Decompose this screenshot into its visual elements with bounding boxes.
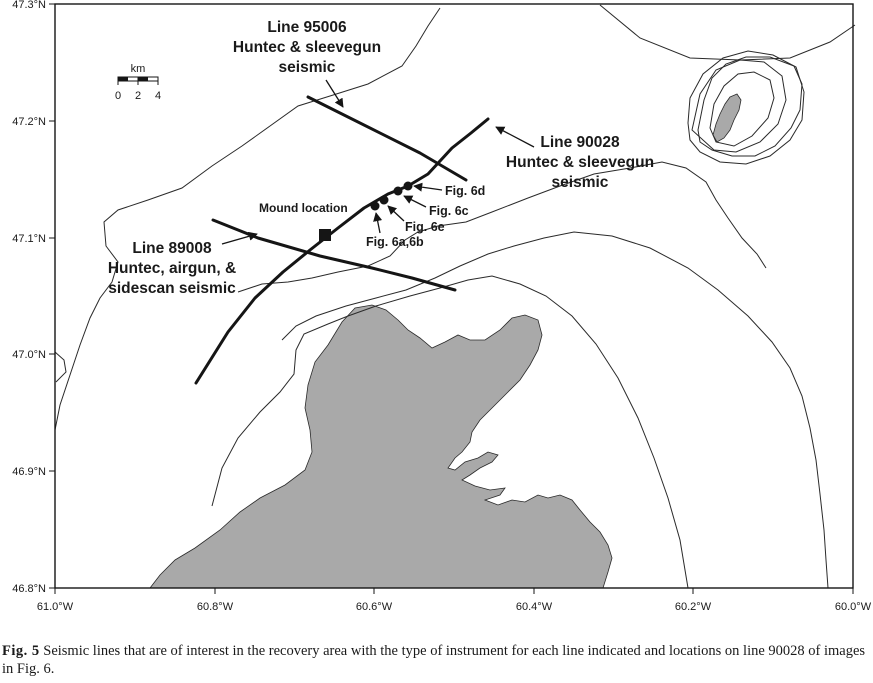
contour — [237, 161, 767, 293]
contour — [687, 50, 805, 165]
contour — [709, 71, 775, 147]
fig-6a-6b-marker — [370, 201, 380, 211]
fig-6e-label: Fig. 6e — [405, 220, 445, 234]
line-89008-label: Line 89008 Huntec, airgun, & sidescan se… — [108, 240, 236, 297]
line-90028-instruments: Huntec & sleevegun — [506, 154, 654, 171]
lat-label: 46.9°N — [12, 466, 46, 478]
fig-6e-marker — [379, 195, 389, 205]
line-89008-instruments: Huntec, airgun, & — [108, 260, 236, 277]
line-95006-arrow — [325, 79, 344, 108]
line-89008-type: sidescan seismic — [108, 280, 236, 297]
line-90028-arrow — [495, 126, 535, 148]
scale-bar: km 0 2 4 — [115, 63, 161, 102]
line-95006-instruments: Huntec & sleevegun — [233, 39, 381, 56]
contour — [691, 59, 787, 153]
lat-label: 47.0°N — [12, 349, 46, 361]
fig-6a-6b-label: Fig. 6a,6b — [366, 235, 424, 249]
lon-label: 60.6°W — [356, 601, 393, 613]
line-95006-title: Line 95006 — [267, 19, 347, 36]
lon-label: 60.8°W — [197, 601, 234, 613]
lat-label: 47.3°N — [12, 0, 46, 11]
contour — [54, 351, 67, 383]
fig-6c-label: Fig. 6c — [429, 204, 469, 218]
fig-6c-arrow — [403, 195, 427, 208]
line-89008-title: Line 89008 — [132, 240, 212, 257]
fig-6e-arrow — [387, 205, 405, 222]
scale-tick: 4 — [155, 90, 161, 102]
line-89008-arrow — [221, 231, 258, 245]
figure-number: Fig. 5 — [2, 643, 40, 659]
scale-tick: 2 — [135, 90, 141, 102]
map: 47.3°N 47.2°N 47.1°N 47.0°N 46.9°N 46.8°… — [12, 0, 872, 613]
scale-unit: km — [131, 63, 146, 75]
fig-6d-arrow — [413, 182, 443, 192]
line-90028-title: Line 90028 — [540, 134, 620, 151]
seismic-line-95006 — [306, 95, 468, 182]
fig-6d-label: Fig. 6d — [445, 184, 485, 198]
mound-location-marker — [319, 229, 331, 241]
fig-6d-marker — [403, 181, 413, 191]
line-90028-type: seismic — [552, 174, 609, 191]
contour — [54, 7, 441, 431]
island — [712, 93, 742, 143]
lat-label: 46.8°N — [12, 583, 46, 595]
lon-label: 60.0°W — [835, 601, 872, 613]
contour — [211, 275, 689, 589]
caption-text: Seismic lines that are of interest in th… — [2, 643, 866, 677]
fig-6a-6b-arrow — [373, 212, 383, 234]
lon-label: 61.0°W — [37, 601, 74, 613]
lat-label: 47.2°N — [12, 116, 46, 128]
contour — [599, 4, 856, 61]
seismic-line-90028 — [194, 117, 490, 385]
map-frame — [54, 3, 854, 589]
mound-location-label: Mound location — [259, 201, 348, 215]
lon-label: 60.2°W — [675, 601, 712, 613]
lon-label: 60.4°W — [516, 601, 553, 613]
lat-label: 47.1°N — [12, 233, 46, 245]
line-90028-label: Line 90028 Huntec & sleevegun seismic — [506, 134, 654, 191]
line-95006-label: Line 95006 Huntec & sleevegun seismic — [233, 19, 381, 76]
fig-6c-marker — [393, 186, 403, 196]
figure-caption: Fig. 5 Seismic lines that are of interes… — [2, 642, 868, 678]
contour — [697, 56, 803, 157]
cape-breton-land — [149, 304, 613, 589]
line-95006-type: seismic — [279, 59, 336, 76]
contour — [281, 231, 829, 589]
scale-tick: 0 — [115, 90, 121, 102]
